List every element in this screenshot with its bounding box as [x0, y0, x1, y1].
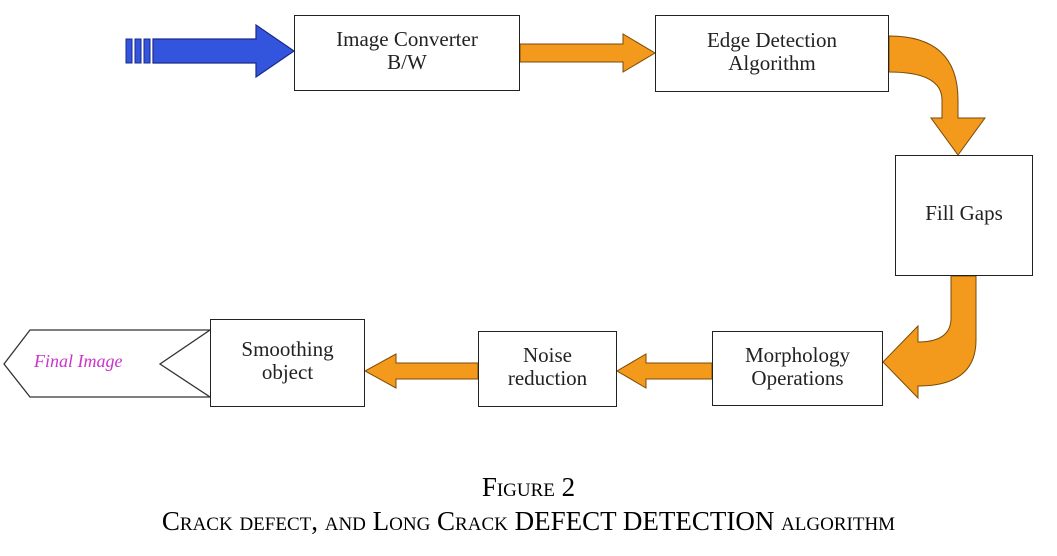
node-label-line: B/W	[387, 50, 427, 74]
figure-caption: Figure 2 Crack defect, and Long Crack DE…	[0, 470, 1057, 538]
figure-title: Crack defect, and Long Crack DEFECT DETE…	[161, 506, 896, 536]
final-image-label: Final Image	[34, 351, 123, 371]
node-label-line: Fill Gaps	[925, 201, 1003, 225]
node-label-line: Algorithm	[728, 50, 816, 75]
node-noise-reduction: Noise reduction	[478, 331, 617, 407]
arrow-fillgaps-to-morphology	[882, 275, 977, 400]
node-label-line: Edge Detection	[706, 27, 838, 52]
node-morphology: Morphology Operations	[712, 331, 883, 406]
node-edge-detection: Edge Detection Algorithm	[655, 15, 889, 92]
arrow-edge-to-fillgaps	[888, 35, 986, 156]
node-label-line: Smoothing	[241, 337, 334, 361]
arrow-morphology-to-noise	[616, 353, 713, 389]
arrow-converter-to-edge	[519, 33, 656, 73]
arrow-noise-to-smoothing	[363, 353, 479, 389]
node-label-line: Image Converter	[336, 27, 478, 51]
node-smoothing: Smoothing object	[210, 319, 365, 407]
figure-number: Figure 2	[481, 472, 576, 502]
node-image-converter: Image Converter B/W	[294, 15, 520, 91]
node-label-line: Operations	[751, 365, 844, 390]
final-image-shape	[3, 329, 213, 398]
node-fill-gaps: Fill Gaps	[895, 155, 1033, 276]
node-label-line: Morphology	[745, 342, 850, 367]
input-arrow	[125, 23, 296, 79]
node-label-line: object	[261, 360, 314, 384]
node-label-line: reduction	[507, 366, 588, 390]
node-label-line: Noise	[523, 343, 572, 367]
